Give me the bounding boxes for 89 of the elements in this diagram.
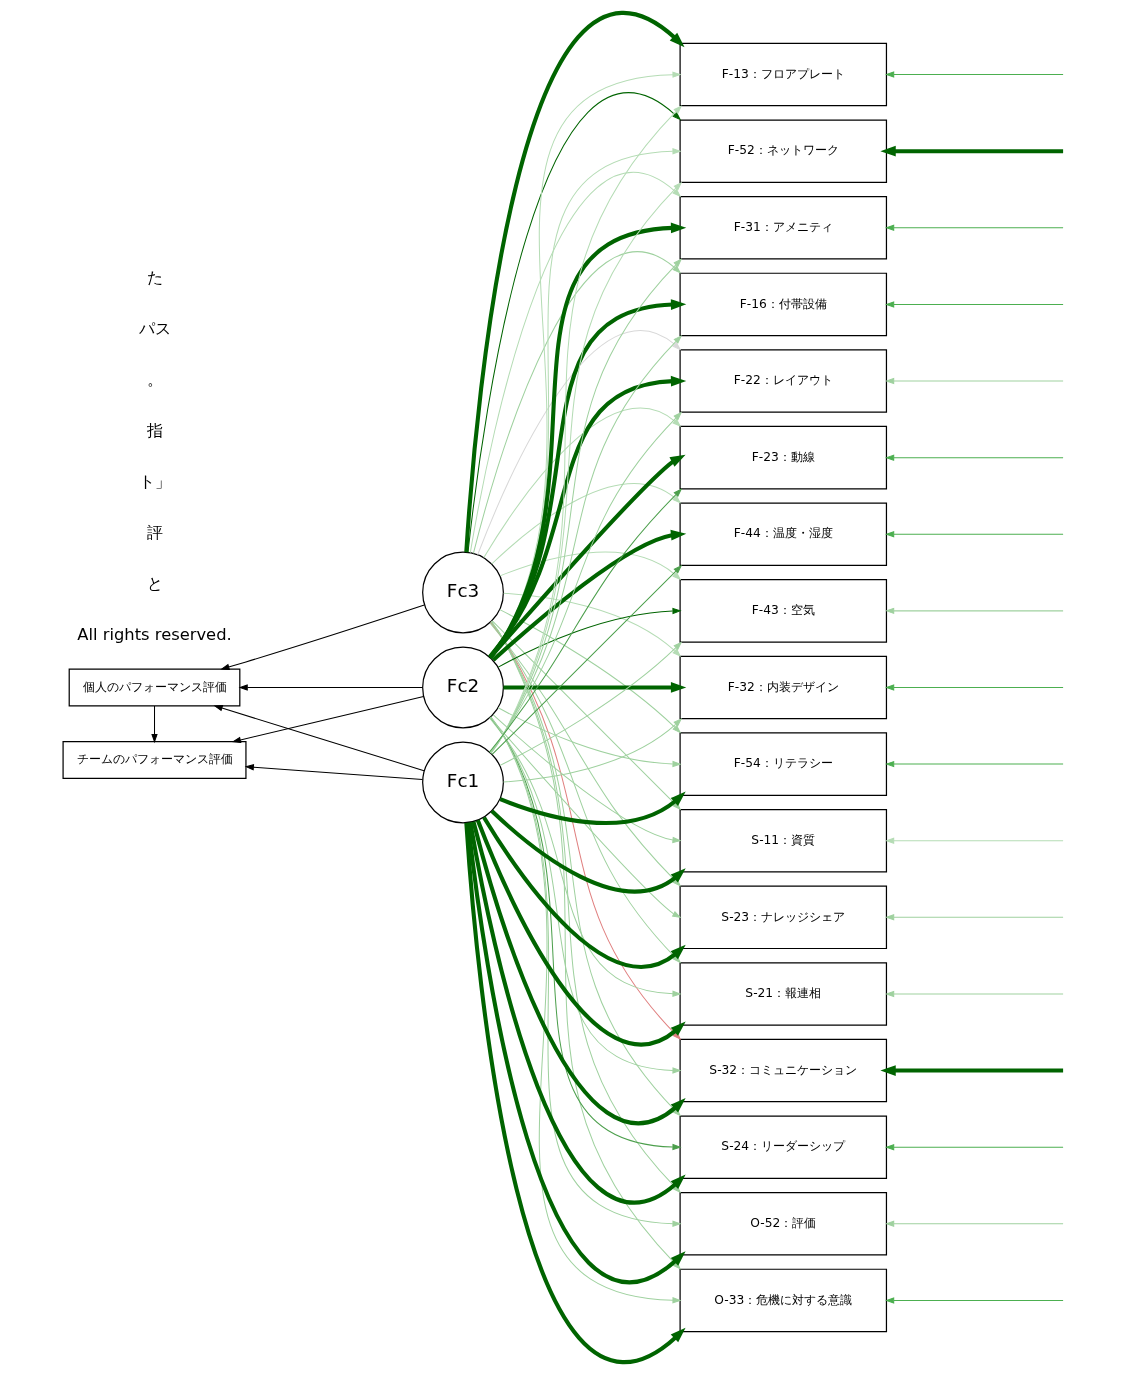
arrow bbox=[885, 301, 1064, 308]
node-circle: Fc3 bbox=[422, 551, 504, 634]
arrow bbox=[231, 696, 425, 743]
arrow bbox=[213, 705, 425, 772]
arrow bbox=[488, 454, 686, 659]
arrow bbox=[885, 607, 1064, 615]
node-box: F-22：レイアウト bbox=[679, 349, 888, 413]
arrow bbox=[489, 411, 683, 753]
arrow bbox=[499, 791, 686, 826]
label: All rights reserved. bbox=[77, 625, 232, 645]
node-box: F-32：内装デザイン bbox=[679, 655, 888, 720]
label: 指 bbox=[146, 420, 163, 440]
node-box: F-52：ネットワーク bbox=[679, 119, 888, 183]
arrow bbox=[488, 299, 687, 659]
arrow bbox=[885, 377, 1064, 385]
arrow bbox=[885, 1143, 1064, 1151]
arrow bbox=[885, 224, 1064, 231]
label: 評 bbox=[146, 523, 163, 543]
arrow bbox=[464, 13, 685, 553]
arrow bbox=[503, 682, 687, 693]
arrow bbox=[489, 622, 682, 887]
arrow bbox=[499, 641, 683, 766]
arrow bbox=[885, 914, 1064, 921]
arrow bbox=[499, 551, 682, 581]
arrow bbox=[469, 173, 682, 554]
arrow bbox=[491, 564, 683, 755]
arrow bbox=[467, 94, 682, 553]
arrow bbox=[471, 821, 686, 1125]
label: ト」 bbox=[138, 472, 171, 492]
arrow bbox=[503, 592, 682, 657]
arrow bbox=[475, 819, 686, 1047]
label: た bbox=[146, 267, 163, 287]
node-box: O-33：危機に対する意識 bbox=[679, 1268, 888, 1333]
arrow bbox=[151, 705, 158, 744]
arrow bbox=[489, 717, 682, 919]
arrow bbox=[488, 375, 687, 659]
arrow bbox=[885, 531, 1064, 538]
node-box: S-24：リーダーシップ bbox=[679, 1115, 888, 1179]
arrow bbox=[491, 620, 682, 811]
node-box: F-54：リテラシー bbox=[679, 732, 888, 796]
node-box: F-13：フロアプレート bbox=[679, 42, 888, 107]
arrow bbox=[488, 222, 687, 659]
arrow bbox=[885, 1220, 1064, 1227]
node-box: S-11：資質 bbox=[679, 808, 888, 873]
node-box: F-43：空気 bbox=[679, 579, 888, 643]
arrow bbox=[885, 684, 1064, 691]
label: と bbox=[146, 574, 163, 594]
node-box: 個人のパフォーマンス評価 bbox=[68, 668, 241, 707]
node-box: F-16：付帯設備 bbox=[679, 272, 888, 337]
arrow bbox=[499, 609, 682, 734]
arrow bbox=[466, 822, 686, 1283]
arrow bbox=[885, 454, 1064, 461]
arrow bbox=[885, 1297, 1064, 1304]
node-box: F-23：動線 bbox=[679, 425, 888, 490]
node-box: F-44：温度・湿度 bbox=[679, 502, 888, 567]
label: パス bbox=[138, 318, 171, 338]
arrow bbox=[880, 1065, 1064, 1076]
arrow bbox=[238, 684, 423, 691]
arrow bbox=[483, 407, 682, 558]
arrow bbox=[490, 809, 686, 894]
arrow bbox=[482, 816, 686, 969]
arrow bbox=[497, 707, 682, 768]
node-box: O-52：評価 bbox=[679, 1192, 888, 1256]
arrow bbox=[880, 145, 1064, 157]
arrow bbox=[885, 990, 1064, 998]
arrow bbox=[502, 718, 683, 783]
arrow bbox=[244, 764, 423, 781]
node-box: F-31：アメニティ bbox=[679, 196, 888, 260]
node-box: S-21：報連相 bbox=[679, 962, 888, 1026]
arrow bbox=[497, 607, 682, 668]
arrow bbox=[885, 837, 1064, 844]
node-circle: Fc2 bbox=[422, 646, 504, 729]
arrow bbox=[885, 760, 1064, 768]
arrow bbox=[477, 330, 682, 556]
node-box: S-23：ナレッジシェア bbox=[679, 885, 888, 950]
arrow bbox=[220, 604, 425, 671]
node-circle: Fc1 bbox=[422, 741, 504, 824]
arrow bbox=[468, 821, 686, 1203]
arrow bbox=[490, 335, 683, 754]
arrow bbox=[885, 71, 1064, 78]
arrow bbox=[492, 714, 682, 844]
node-box: チームのパフォーマンス評価 bbox=[62, 741, 247, 780]
arrow bbox=[491, 483, 682, 565]
label: 。 bbox=[146, 369, 163, 389]
arrow bbox=[472, 252, 682, 554]
node-box: S-32：コミュニケーション bbox=[679, 1038, 888, 1103]
arrow bbox=[491, 529, 687, 662]
arrow bbox=[464, 822, 686, 1362]
arrow bbox=[489, 488, 683, 753]
